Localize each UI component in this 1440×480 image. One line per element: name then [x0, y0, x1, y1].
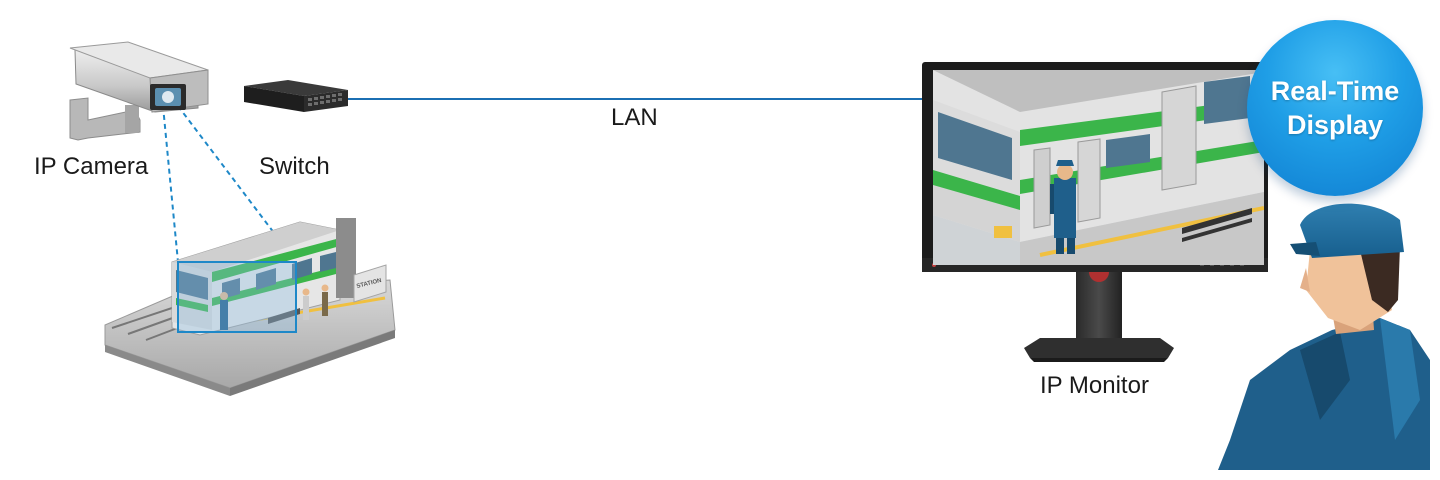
ip-monitor-label: IP Monitor	[1040, 372, 1149, 399]
ip-camera-icon	[69, 41, 209, 141]
monitor-screen	[933, 70, 1264, 265]
ip-camera-label: IP Camera	[34, 153, 149, 180]
station-illustration: STATION	[104, 218, 396, 396]
security-guard-icon	[1218, 203, 1430, 470]
switch-label: Switch	[259, 153, 330, 180]
badge-line1: Real-Time	[1270, 76, 1400, 106]
ip-monitor-icon	[922, 62, 1268, 362]
network-switch-icon	[244, 80, 348, 112]
station-sign-label: STATION	[356, 278, 382, 290]
badge-line2: Display	[1286, 110, 1384, 140]
real-time-display-badge: Real-Time Display	[1247, 20, 1423, 196]
lan-label: LAN	[611, 104, 658, 131]
